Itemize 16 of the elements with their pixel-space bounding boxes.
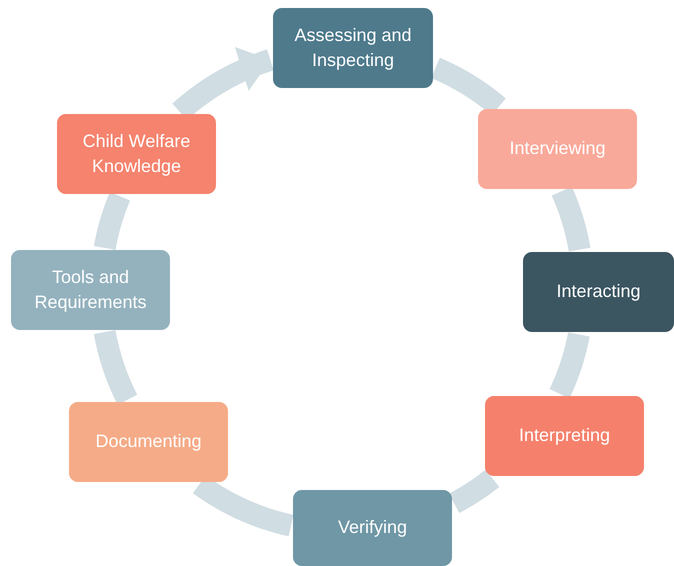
process-box xyxy=(69,402,228,482)
process-box xyxy=(478,109,637,189)
process-box xyxy=(11,250,170,330)
step-label: Verifying xyxy=(338,516,408,540)
process-box xyxy=(273,8,433,88)
process-box xyxy=(485,396,644,476)
process-box xyxy=(523,252,674,332)
process-box xyxy=(293,490,452,566)
step-label: Interpreting xyxy=(518,424,610,448)
step-label: Interacting xyxy=(556,280,641,304)
process-box xyxy=(57,114,216,194)
step-label: Tools and Requirements xyxy=(33,266,148,314)
step-label: Documenting xyxy=(95,430,202,454)
step-label: Child Welfare Knowledge xyxy=(82,130,192,178)
step-label: Interviewing xyxy=(509,137,606,160)
step-label: Assessing and Inspecting xyxy=(293,24,413,72)
